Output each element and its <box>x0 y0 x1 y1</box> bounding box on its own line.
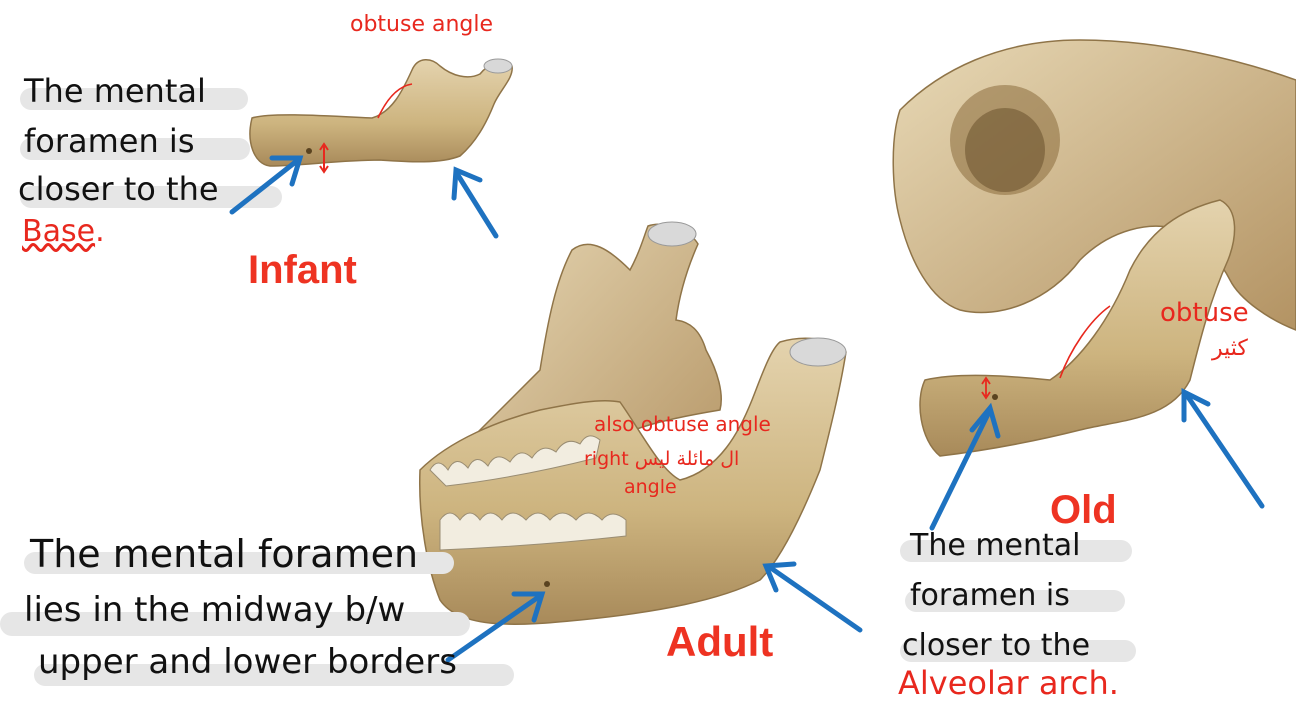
infant-mandible <box>250 59 512 172</box>
infant-note-base: Base <box>22 214 95 249</box>
infant-angle-arrow <box>454 170 496 236</box>
old-skull <box>893 40 1296 456</box>
infant-note-line-2: foramen is <box>24 122 194 160</box>
old-note-line-3: closer to the <box>902 628 1090 663</box>
infant-note-line-4: Base. <box>22 214 105 249</box>
adult-note-line-3: upper and lower borders <box>38 642 457 682</box>
adult-note-line-2: lies in the midway b/w <box>24 590 405 630</box>
adult-angle-arrow <box>766 564 860 630</box>
adult-label: Adult <box>666 618 773 666</box>
infant-angle-annotation: obtuse angle <box>350 12 493 37</box>
old-angle-arrow <box>1184 392 1262 506</box>
infant-note-period: . <box>95 214 105 249</box>
old-angle-annotation-arabic: كثير <box>1212 336 1248 361</box>
adult-note-line-1: The mental foramen <box>30 532 418 576</box>
old-note-line-1: The mental <box>910 528 1081 563</box>
old-angle-annotation: obtuse <box>1160 298 1249 328</box>
adult-angle-annotation-2: right ال مائلة ليس <box>584 448 739 470</box>
infant-note-line-3: closer to the <box>18 170 219 208</box>
old-label: Old <box>1050 488 1117 533</box>
infant-label: Infant <box>248 248 357 293</box>
adult-angle-annotation-1: also obtuse angle <box>594 412 771 436</box>
infant-note-line-1: The mental <box>24 72 206 110</box>
old-note-line-4: Alveolar arch. <box>898 664 1119 702</box>
adult-angle-annotation-3: angle <box>624 476 677 498</box>
old-note-line-2: foramen is <box>910 578 1070 613</box>
